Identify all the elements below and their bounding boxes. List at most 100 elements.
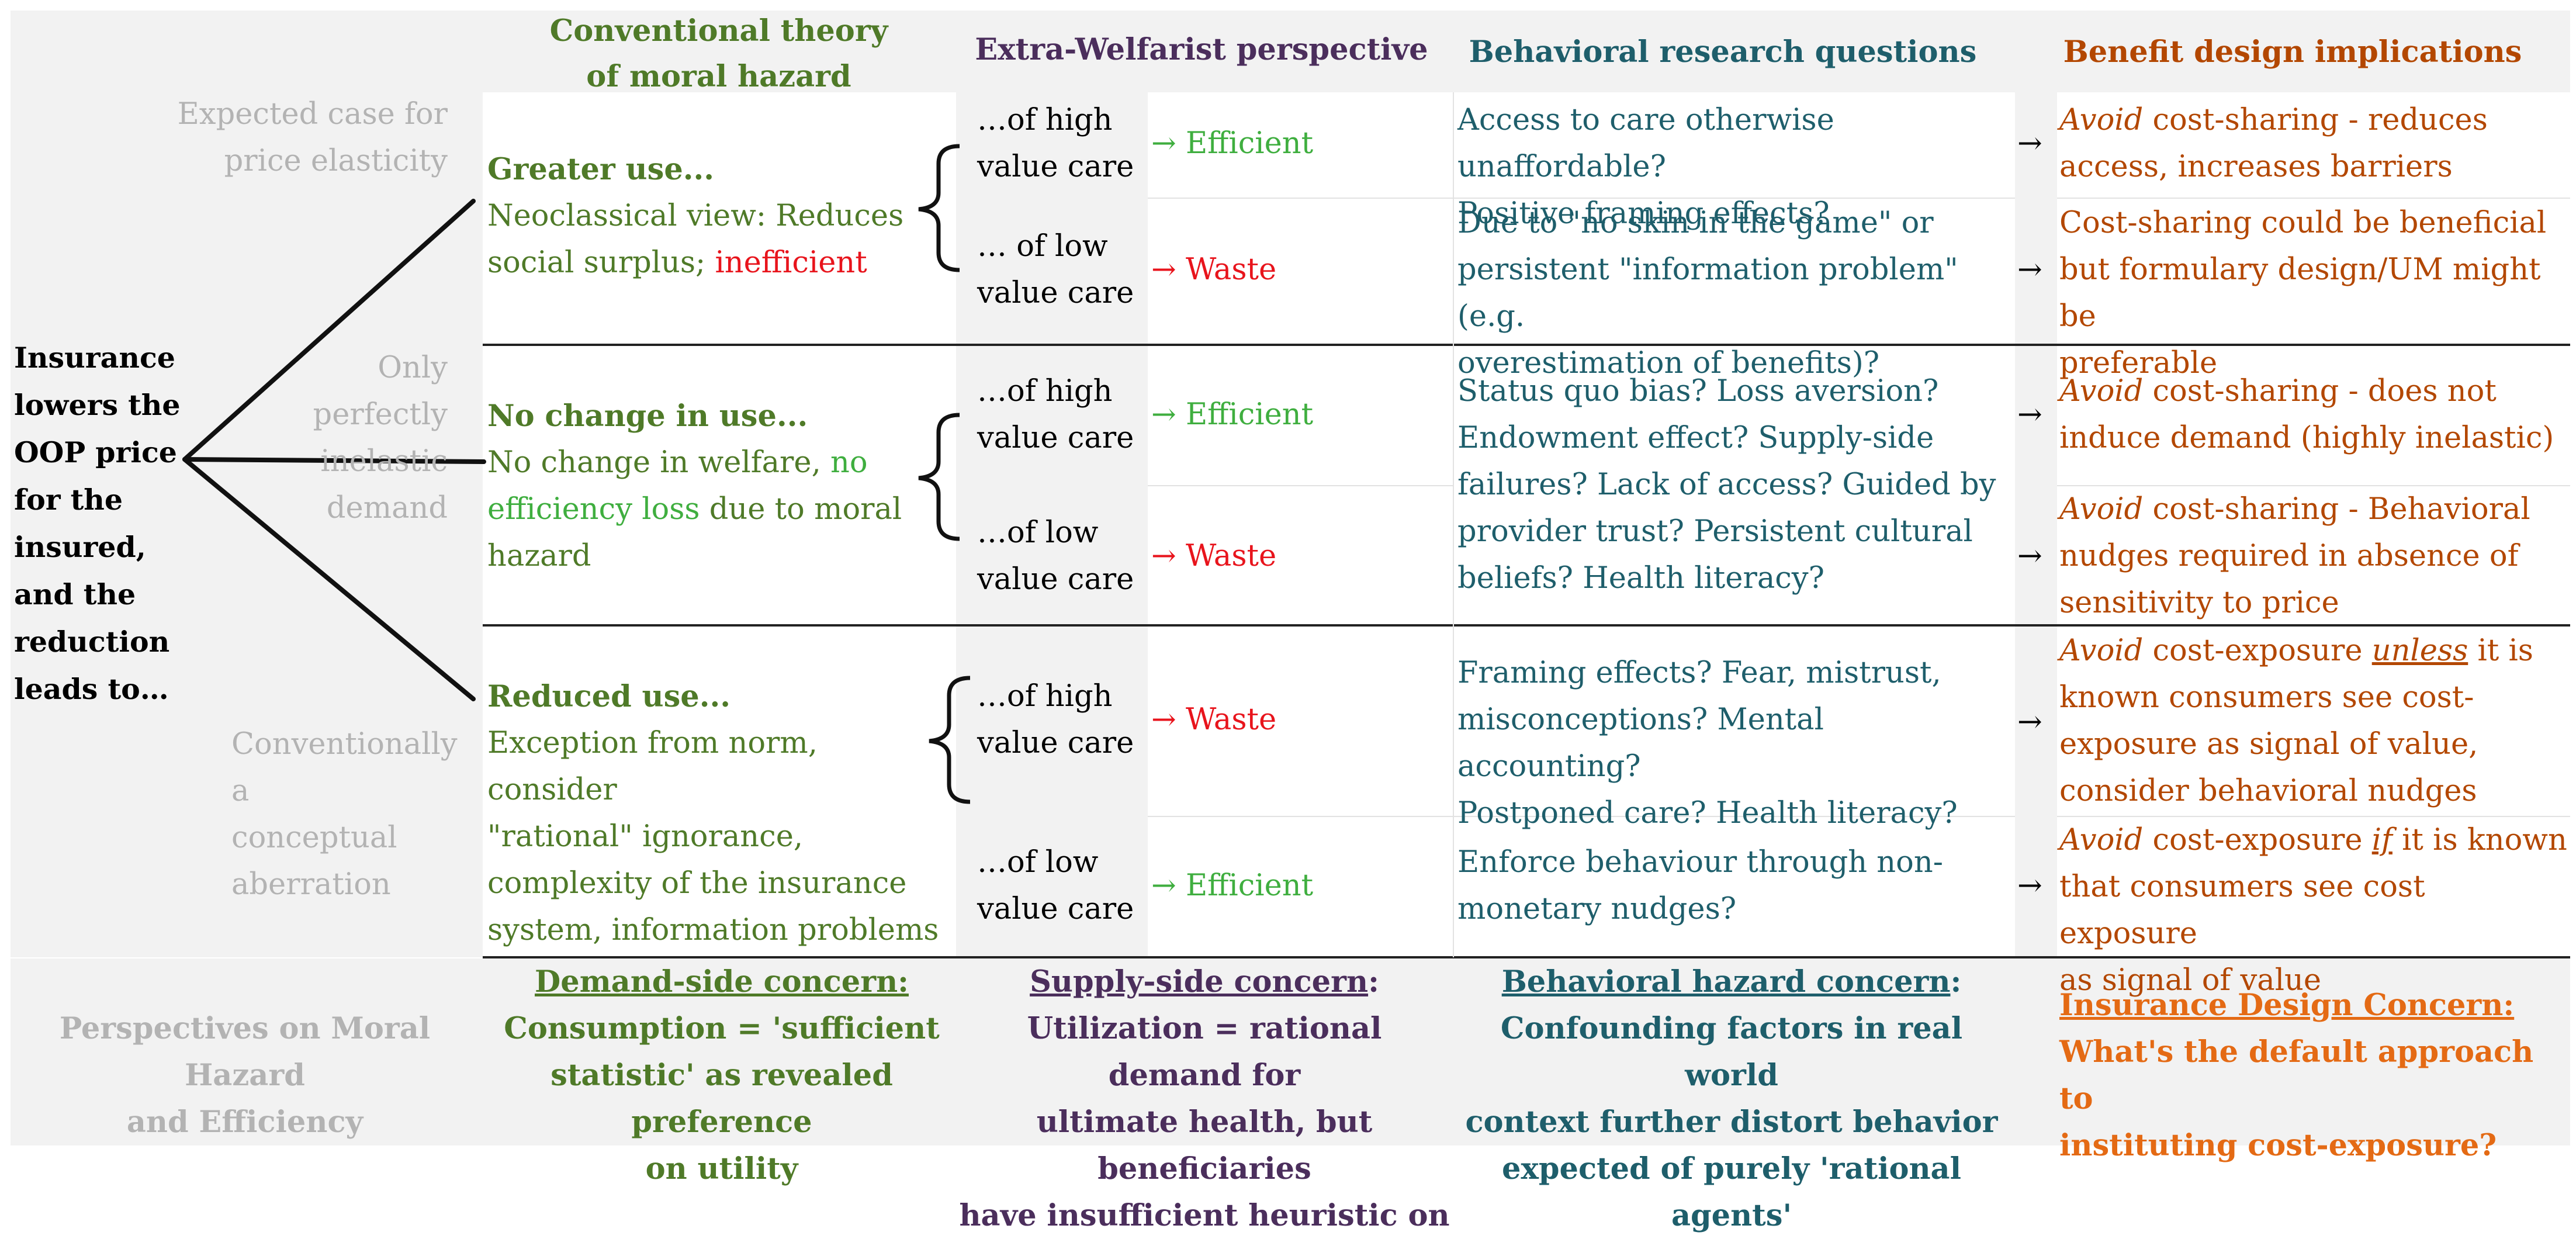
care-line: value care: [977, 892, 1134, 926]
footer-line: instituting cost-exposure?: [2059, 1128, 2497, 1163]
row2-desc: No change in welfare,: [487, 445, 831, 480]
implication-line: cost-sharing - does not: [2143, 374, 2497, 409]
side-label-line: perfectly: [313, 397, 448, 432]
footer-line: Utilization = rational demand for: [1027, 1011, 1382, 1093]
row2-care-low: …of low value care: [977, 510, 1147, 603]
footer-line: Confounding factors in real world: [1500, 1011, 1963, 1093]
implication-line: Cost-sharing could be beneficial: [2059, 206, 2547, 240]
row1-care-high: …of high value care: [977, 97, 1147, 191]
footer-behavioral: Behavioral hazard concern: Confounding f…: [1454, 958, 2009, 1239]
footer-label: Perspectives on Moral Hazard and Efficie…: [14, 1005, 476, 1145]
question-line: Enforce behaviour through non-: [1457, 845, 1943, 880]
care-line: value care: [977, 276, 1134, 310]
avoid-label: Avoid: [2059, 634, 2144, 668]
footer-label-line: Perspectives on Moral Hazard: [59, 1011, 431, 1093]
footer-line: context further distort behavior: [1465, 1105, 1998, 1140]
row3-desc-line: "rational" ignorance,: [487, 819, 804, 854]
brace-row3: [929, 676, 971, 804]
intro-line: insured,: [14, 530, 146, 564]
question-line: Endowment effect? Supply-side: [1457, 421, 1934, 455]
row1-questions-high: Access to care otherwise unaffordable? P…: [1457, 97, 2013, 237]
side-label-line: Expected case for: [177, 97, 448, 131]
care-line: value care: [977, 726, 1134, 760]
side-label-line: aberration: [231, 867, 391, 902]
header-conventional-line2: of moral hazard: [586, 59, 851, 94]
row3-desc-line: complexity of the insurance: [487, 866, 907, 901]
question-line: provider trust? Persistent cultural: [1457, 514, 1973, 549]
implication-line: but formulary design/UM might be: [2059, 252, 2541, 334]
row3-implication-low: Avoid cost-exposure if it is known that …: [2059, 817, 2568, 1004]
implication-line: preferable: [2059, 346, 2218, 380]
question-line: Status quo bias? Loss aversion?: [1457, 374, 1939, 409]
unless-label: unless: [2371, 634, 2468, 668]
subdivider-r1b: [2057, 198, 2570, 199]
brace-row1: [918, 144, 960, 272]
row2-conventional: No change in use... No change in welfare…: [487, 393, 932, 580]
footer-colon: :: [1950, 964, 1962, 999]
footer-insurance: Insurance Design Concern: What's the def…: [2059, 982, 2568, 1169]
row1-outcome-high: → Efficient: [1151, 126, 1314, 161]
intro-line: OOP price: [14, 435, 177, 469]
row1-questions-low: Due to "no skin in the game" or persiste…: [1457, 200, 2013, 387]
side-label-aberration: Conventionally a conceptual aberration: [231, 721, 483, 908]
question-line: Access to care otherwise unaffordable?: [1457, 103, 1834, 184]
header-benefit: Benefit design implications: [2063, 34, 2522, 70]
col-sep-1: [1453, 92, 1454, 957]
implication-line: sensitivity to price: [2059, 586, 2339, 620]
arrow-r1b: →: [2017, 252, 2042, 287]
avoid-label: Avoid: [2059, 103, 2144, 137]
divider-row2: [483, 624, 2570, 627]
care-line: value care: [977, 421, 1134, 455]
implication-line: cost-exposure: [2143, 823, 2372, 857]
footer-label-line: and Efficiency: [126, 1105, 363, 1140]
row1-implication-low: Cost-sharing could be beneficial but for…: [2059, 200, 2568, 387]
fan-line-down: [182, 457, 476, 701]
question-line: Positive framing effects?: [1457, 196, 1830, 231]
row2-desc-efficiency: efficiency loss: [487, 492, 700, 527]
row1-care-low: … of low value care: [977, 223, 1147, 317]
side-label-line: conceptual: [231, 821, 397, 855]
connector-lines: [182, 144, 971, 804]
row2-title: No change in use...: [487, 399, 808, 434]
avoid-label: Avoid: [2059, 374, 2144, 409]
subdivider-r3: [1148, 816, 2015, 817]
row3-desc-line: system, information problems: [487, 913, 939, 947]
row2-implication-low: Avoid cost-sharing - Behavioral nudges r…: [2059, 486, 2568, 627]
row3-implication-high: Avoid cost-exposure unless it is known c…: [2059, 628, 2568, 815]
arrow-r3b: →: [2017, 868, 2042, 903]
footer-colon: :: [1368, 964, 1379, 999]
question-line: persistent "information problem" (e.g.: [1457, 252, 1958, 334]
row2-outcome-high: → Efficient: [1151, 397, 1314, 432]
question-line: misconceptions? Mental accounting?: [1457, 702, 1824, 784]
row3-care-low: …of low value care: [977, 839, 1147, 933]
side-label-line: inelastic: [320, 444, 448, 479]
row1-outcome-low: → Waste: [1151, 252, 1277, 287]
footer-supply-title: Supply-side concern: [1030, 964, 1369, 999]
footer-line: What's the default approach to: [2059, 1034, 2534, 1116]
fan-line-mid: [182, 457, 486, 464]
care-line: value care: [977, 150, 1134, 184]
footer-behavioral-title: Behavioral hazard concern: [1501, 964, 1951, 999]
care-line: …of low: [977, 845, 1099, 880]
row3-care-high: …of high value care: [977, 673, 1147, 767]
row1-desc-line: social surplus;: [487, 245, 715, 280]
subdivider-r2: [1148, 485, 1454, 486]
implication-line: nudges required in absence of: [2059, 539, 2519, 573]
row2-questions: Status quo bias? Loss aversion? Endowmen…: [1457, 368, 2013, 602]
arrow-r1a: →: [2017, 126, 2042, 161]
question-line: monetary nudges?: [1457, 892, 1737, 926]
footer-line: Consumption = 'sufficient: [504, 1011, 940, 1046]
implication-line: consider behavioral nudges: [2059, 774, 2477, 808]
question-line: failures? Lack of access? Guided by: [1457, 468, 1996, 502]
intro-line: reduction: [14, 625, 170, 659]
implication-line: as signal of value: [2059, 963, 2322, 998]
care-column-band: [956, 92, 1148, 957]
question-line: overestimation of benefits)?: [1457, 346, 1880, 380]
implication-line: it is known: [2392, 823, 2567, 857]
left-band: [11, 92, 483, 957]
header-band: [11, 11, 2570, 92]
arrow-r2b: →: [2017, 539, 2042, 573]
intro-line: and the: [14, 577, 136, 611]
arrow-column-band: [2015, 92, 2057, 957]
row1-conventional: Greater use... Neoclassical view: Reduce…: [487, 146, 932, 286]
